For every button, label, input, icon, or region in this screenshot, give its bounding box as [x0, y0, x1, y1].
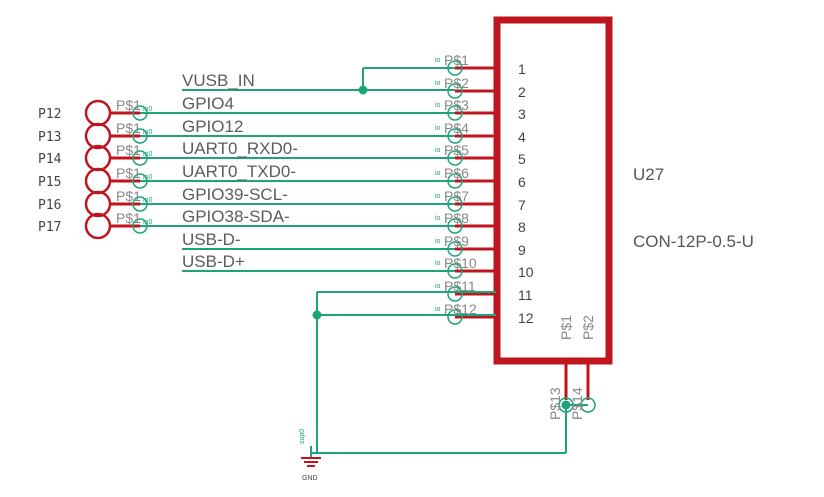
test-point-dir: io0 [143, 219, 152, 226]
ground-net: GND sup0 [299, 291, 588, 482]
connector-name: U27 [633, 165, 664, 184]
test-point-ring [132, 128, 148, 144]
bottom-pin-2-ring [580, 397, 596, 413]
test-point-ring [132, 150, 148, 166]
connector-pin-pad: P$6 [444, 165, 469, 181]
connector-bottom-pins: P$1 P$2 P$13 P$14 [547, 315, 596, 420]
connector-pin-number: 6 [518, 174, 526, 190]
connector-pin-number: 1 [518, 61, 526, 77]
net-label: GPIO4 [182, 94, 234, 113]
connector-pin-dir: io [435, 170, 441, 177]
connector-pin-number: 5 [518, 151, 526, 167]
net-label: VUSB_IN [182, 71, 255, 90]
connector-pin-number: 2 [518, 84, 526, 100]
connector-pin-ring-11 [447, 286, 463, 302]
test-point-dir: io0 [143, 174, 152, 181]
connector-pin-dir: io [435, 238, 441, 245]
connector-pin-pad: P$2 [444, 75, 469, 91]
connector-pin-dir: io [435, 102, 441, 109]
bottom-pin-1-pad: P$1 [558, 315, 574, 340]
connector-pin-pad: P$3 [444, 97, 469, 113]
connector-pin-number: 4 [518, 129, 526, 145]
test-point-name: P16 [38, 198, 61, 213]
net-label: GPIO39-SCL- [182, 185, 288, 204]
connector-pin-number: 11 [518, 287, 533, 303]
gnd-label: GND [302, 475, 318, 482]
test-point-pad[interactable] [84, 99, 112, 127]
test-point-pad[interactable] [84, 212, 112, 240]
test-point-pad-name: P$1 [116, 165, 141, 181]
test-point-pad[interactable] [84, 122, 112, 150]
connector-pin-number: 10 [518, 264, 534, 280]
connector-pin-pad: P$8 [444, 210, 469, 226]
connector-value: CON-12P-0.5-U [633, 232, 754, 251]
test-point-name: P14 [38, 152, 62, 167]
connector-pin-dir: io [435, 125, 441, 132]
connector-pin-number: 8 [518, 219, 526, 235]
connector-pin-pad: P$11 [444, 278, 476, 294]
connector-pin-dir: io [435, 57, 441, 64]
connector-pin-pad: P$10 [444, 255, 477, 271]
test-point-ring [132, 105, 148, 121]
bottom-pin-2-name: P$14 [569, 387, 585, 420]
test-point-name: P17 [38, 220, 61, 235]
connector-pin-dir: io [435, 80, 441, 87]
test-point-ring [132, 196, 148, 212]
bottom-pin-2-pad: P$2 [580, 315, 596, 340]
connector-pin-pad: P$12 [444, 301, 477, 317]
bottom-pin-1-name: P$13 [547, 387, 563, 420]
test-point-dir: io0 [143, 151, 152, 158]
test-point-name: P15 [38, 175, 61, 190]
connector-pin-dir: io [435, 193, 441, 200]
connector-pin-dir: io [435, 147, 441, 154]
net-label: UART0_TXD0- [182, 162, 296, 181]
gnd-pin-dir: sup0 [299, 429, 306, 444]
test-point-dir: io0 [143, 129, 152, 136]
test-point-pad-name: P$1 [116, 188, 141, 204]
connector-pin-dir: io [435, 215, 441, 222]
test-point-pad-name: P$1 [116, 142, 141, 158]
connector-pin-dir: io [435, 306, 441, 313]
test-point-ring [132, 218, 148, 234]
net-label: GPIO12 [182, 117, 243, 136]
test-point-pad[interactable] [84, 144, 112, 172]
connector-pin-pad: P$7 [444, 188, 469, 204]
connector-pins: 1P$1io2P$2io3P$3io4P$4io5P$5io6P$6io7P$7… [435, 52, 534, 326]
test-point-pad-name: P$1 [116, 97, 141, 113]
test-point-pad[interactable] [84, 167, 112, 195]
test-point-pad[interactable] [84, 190, 112, 218]
connector-pin-number: 3 [518, 106, 526, 122]
test-point-dir: io0 [143, 197, 152, 204]
net-label: USB-D- [182, 230, 241, 249]
connector-pin-dir: io [435, 260, 441, 267]
connector-pin-number: 12 [518, 310, 534, 326]
connector-pin-number: 7 [518, 197, 526, 213]
net-label: USB-D+ [182, 252, 245, 271]
connector-pin-pad: P$4 [444, 120, 469, 136]
connector-pin-dir: io [435, 283, 441, 290]
test-point-name: P12 [38, 107, 61, 122]
test-point-pad-name: P$1 [116, 120, 141, 136]
connector-pin-number: 9 [518, 242, 526, 258]
connector-pin-pad: P$5 [444, 142, 469, 158]
test-point-ring [132, 173, 148, 189]
test-point-name: P13 [38, 130, 61, 145]
connector-body[interactable] [493, 16, 613, 365]
net-junction-vusb [358, 85, 368, 95]
connector-pin-pad: P$9 [444, 233, 469, 249]
test-point-dir: io0 [143, 106, 152, 113]
bottom-pin-1-ring [558, 397, 574, 413]
connector-pin-ring-12 [447, 309, 463, 325]
connector-pin-pad: P$1 [444, 52, 469, 68]
test-point-pad-name: P$1 [116, 210, 141, 226]
net-label: UART0_RXD0- [182, 139, 298, 158]
net-label: GPIO38-SDA- [182, 207, 290, 226]
